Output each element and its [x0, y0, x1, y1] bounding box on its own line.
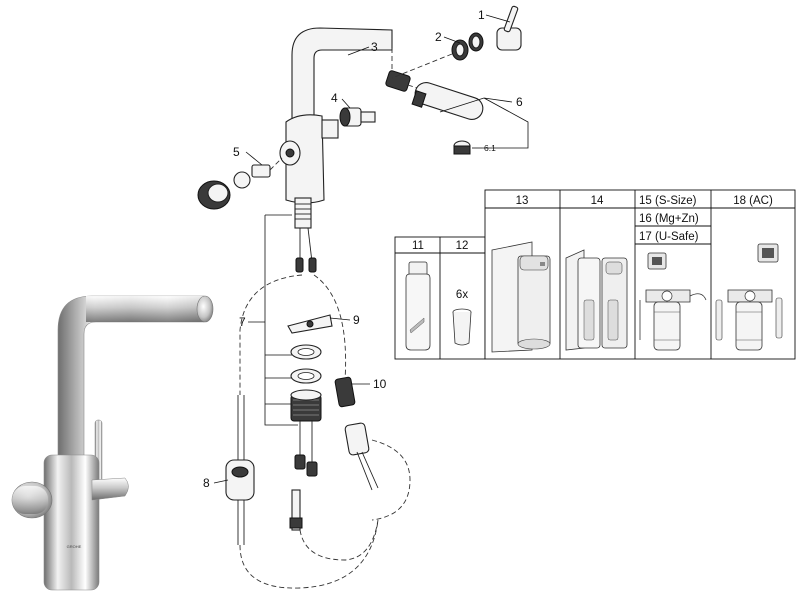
- callout-1: 1: [478, 8, 485, 22]
- callout-6: 6: [516, 95, 523, 109]
- chiller-unit-illustration: [491, 241, 551, 353]
- faucet-photo: GROHE: [11, 295, 214, 591]
- col-12-label: 12: [456, 240, 469, 252]
- callout-6-1: 6.1: [484, 143, 496, 153]
- accessory-table: 11 12 13 14 15 (S-Size) 16 (Mg+Zn) 17 (U…: [394, 189, 796, 360]
- col-13-label: 13: [516, 195, 529, 207]
- callout-2: 2: [435, 30, 442, 44]
- twin-filter-unit-illustration: [565, 249, 628, 351]
- exploded-view: [197, 5, 522, 589]
- filter-cartridge-illustration: [639, 252, 707, 351]
- ac-filter-illustration: [715, 243, 783, 351]
- col-16-label: 16 (Mg+Zn): [639, 213, 699, 225]
- brand-logo: GROHE: [67, 544, 82, 549]
- callout-9: 9: [353, 313, 360, 327]
- callout-3: 3: [371, 40, 378, 54]
- col-12-quantity: 6x: [456, 289, 468, 301]
- col-17-label: 17 (U-Safe): [639, 231, 699, 243]
- col-15-label: 15 (S-Size): [639, 195, 697, 207]
- glass-illustration: [452, 308, 472, 346]
- callout-10: 10: [373, 377, 387, 391]
- callout-4: 4: [331, 91, 338, 105]
- callout-5: 5: [233, 145, 240, 159]
- col-14-label: 14: [591, 195, 604, 207]
- callout-8: 8: [203, 476, 210, 490]
- col-18-label: 18 (AC): [733, 195, 773, 207]
- callout-7: 7: [239, 315, 246, 329]
- callout-leaders: [213, 14, 529, 484]
- col-11-label: 11: [412, 240, 424, 252]
- bottle-illustration: [405, 261, 431, 351]
